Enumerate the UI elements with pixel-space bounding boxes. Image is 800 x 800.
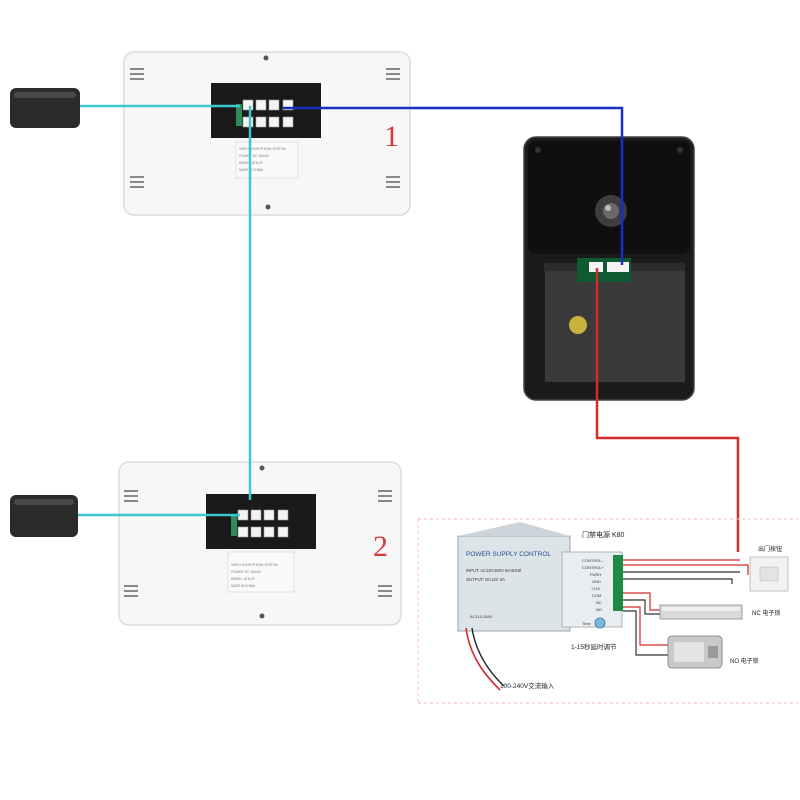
monitor-1-label-line-1: VIDEO DOOR PHONE SYSTEM [239, 147, 286, 151]
terminal-control-minus: CONTROL- [582, 558, 604, 563]
power-supply-output: OUTPUT: DC12V 3A [466, 577, 505, 582]
ac-input-label: 100-240V交流输入 [500, 681, 555, 690]
monitor-2-label-line-2: POWER: DC 15V/2A [231, 570, 262, 574]
terminal-nc: NC [596, 600, 602, 605]
power-supply-title: POWER SUPPLY CONTROL [466, 551, 551, 558]
terminal-no: NO [596, 607, 602, 612]
monitor-2-label-line-3: MODEL: ATD-07 [231, 577, 255, 581]
power-adapter-2 [10, 495, 78, 537]
exit-button-label: 出门按钮 [758, 545, 782, 553]
terminal-push: PUSH [590, 572, 601, 577]
outdoor-camera-unit [523, 136, 695, 401]
power-supply-input: INPUT: AC110-260V 50-60HZ [466, 568, 522, 573]
delay-adjust-note: 1-15秒延时调节 [571, 642, 617, 651]
indoor-monitor-2: VIDEO DOOR PHONE SYSTEM POWER: DC 15V/2A… [118, 461, 402, 626]
terminal-12v: +12V [591, 586, 601, 591]
cyan-wires [78, 104, 252, 517]
blue-wire [283, 106, 624, 265]
power-supply-voltage-note: AC110-260V [470, 614, 493, 619]
terminal-gnd: GND [592, 579, 601, 584]
red-wire [595, 268, 740, 552]
monitor-2-number: 2 [373, 530, 388, 563]
time-knob-label: Time [582, 621, 592, 626]
monitor-1-number: 1 [384, 120, 399, 153]
monitor-1-label-line-4: MADE IN CHINA [239, 168, 264, 172]
wiring-diagram-panel: 门禁电源 K80 POWER SUPPLY CONTROL INPUT: AC1… [417, 518, 798, 704]
terminal-com: COM [592, 593, 601, 598]
monitor-2-label-line-4: MADE IN CHINA [231, 584, 256, 588]
monitor-1-label-line-2: POWER: DC 15V/2A [239, 154, 270, 158]
terminal-control-plus: CONTROL+ [582, 565, 605, 570]
power-adapter-1 [10, 88, 80, 128]
no-lock-label: NO 电子锁 [730, 657, 759, 665]
indoor-monitor-1: VIDEO DOOR PHONE SYSTEM POWER: DC 15V/2A… [123, 51, 411, 216]
time-knob [594, 617, 606, 629]
monitor-2-label-line-1: VIDEO DOOR PHONE SYSTEM [231, 563, 278, 567]
nc-lock-label: NC 电子锁 [752, 609, 780, 617]
power-supply-header: 门禁电源 K80 [582, 530, 625, 539]
